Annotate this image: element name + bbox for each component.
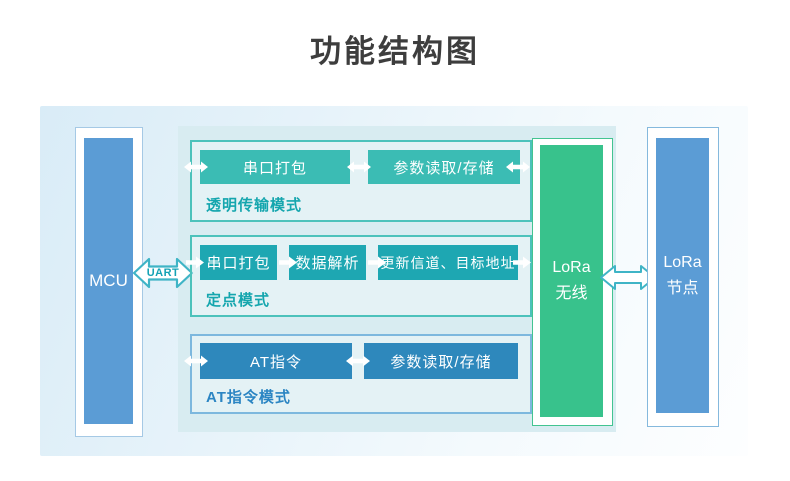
mcu-label: MCU bbox=[89, 271, 128, 291]
process-block: 串口打包 bbox=[200, 245, 277, 280]
double-arrow-icon bbox=[184, 355, 208, 367]
mcu-block: MCU bbox=[84, 138, 133, 424]
right-arrow-icon bbox=[279, 256, 297, 269]
process-block: 数据解析 bbox=[289, 245, 366, 280]
right-arrow-icon bbox=[368, 256, 386, 269]
right-arrow-icon bbox=[186, 256, 204, 269]
right-arrow-icon bbox=[513, 256, 531, 269]
double-arrow-icon bbox=[184, 161, 208, 173]
process-block: 更新信道、目标地址 bbox=[378, 245, 518, 280]
lora-wireless-block: LoRa 无线 bbox=[540, 145, 603, 417]
lora-node-label-line1: LoRa bbox=[663, 253, 702, 271]
uart-label: UART bbox=[146, 267, 180, 279]
double-arrow-icon bbox=[506, 161, 530, 173]
lora-node-block: LoRa 节点 bbox=[656, 138, 709, 413]
double-arrow-icon bbox=[132, 257, 194, 289]
process-block: 参数读取/存储 bbox=[368, 150, 520, 184]
process-block: AT指令 bbox=[200, 343, 352, 379]
mode-label: 透明传输模式 bbox=[206, 197, 303, 214]
lora-wireless-label-line1: LoRa bbox=[552, 259, 591, 277]
mode-label: 定点模式 bbox=[206, 292, 271, 309]
double-arrow-icon bbox=[346, 355, 370, 367]
lora-wireless-label-line2: 无线 bbox=[555, 285, 588, 302]
page-title: 功能结构图 bbox=[310, 34, 480, 69]
lora-node-label-line2: 节点 bbox=[666, 279, 699, 297]
process-block: 参数读取/存储 bbox=[364, 343, 518, 379]
double-arrow-icon bbox=[347, 161, 371, 173]
process-block: 串口打包 bbox=[200, 150, 350, 184]
mode-label: AT指令模式 bbox=[206, 389, 291, 406]
uart-arrow: UART bbox=[132, 252, 194, 294]
